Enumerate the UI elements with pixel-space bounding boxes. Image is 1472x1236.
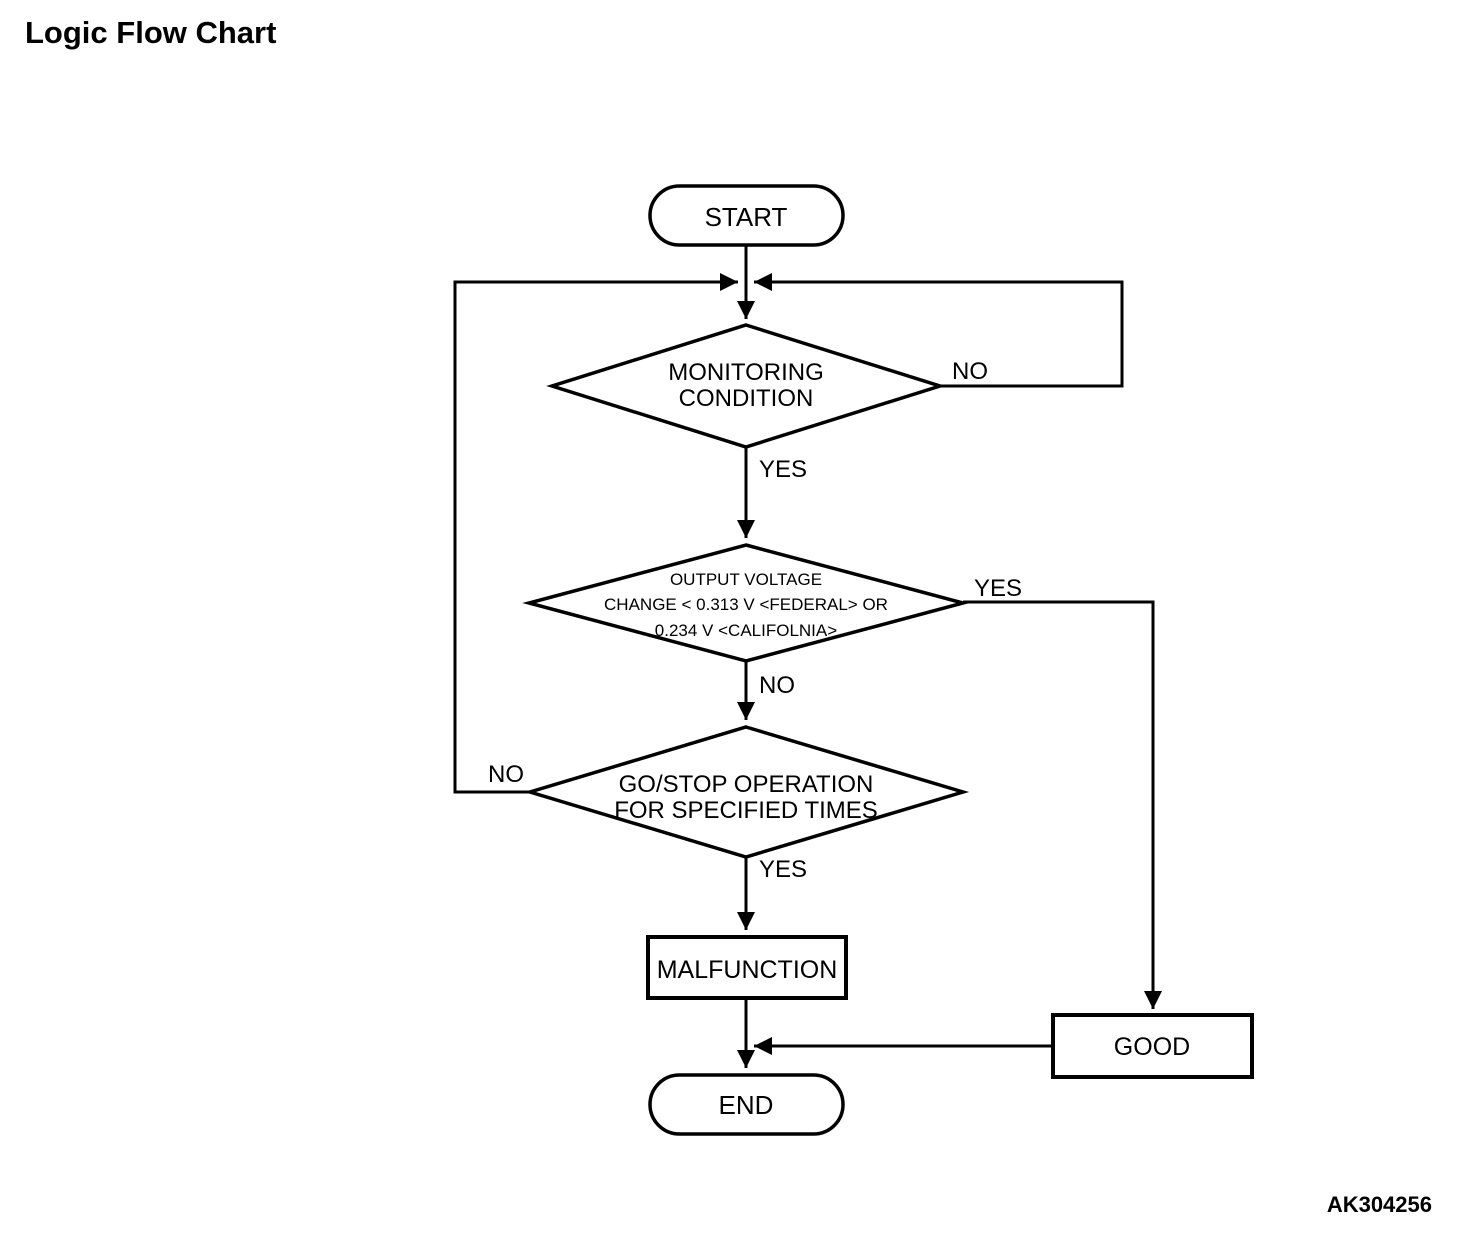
flow-line-voltage-yes-to-good: [963, 600, 1162, 1009]
figure-code: AK304256: [1327, 1192, 1432, 1217]
end-node: [648, 1073, 845, 1136]
voltage-yes-label: YES: [974, 575, 1022, 602]
gostop-label-line2: FOR SPECIFIED TIMES: [614, 797, 878, 824]
end-label: END: [719, 1090, 774, 1120]
monitoring-label-line2: CONDITION: [679, 385, 814, 412]
voltage-label-line3: 0.234 V <CALIFOLNIA>: [655, 621, 837, 640]
voltage-label-line2: CHANGE < 0.313 V <FEDERAL> OR: [604, 595, 888, 614]
voltage-label-line1: OUTPUT VOLTAGE: [670, 570, 822, 589]
monitoring-no-label: NO: [952, 358, 988, 385]
good-node: [1051, 1013, 1254, 1079]
flow-line-gostop-no-loop: [453, 273, 738, 794]
start-node: [648, 184, 845, 247]
monitoring-yes-label: YES: [759, 456, 807, 483]
monitoring-label-line1: MONITORING: [668, 359, 824, 386]
page-title: Logic Flow Chart: [25, 15, 276, 50]
malfunction-node: [646, 935, 848, 1000]
good-label: GOOD: [1114, 1033, 1190, 1061]
gostop-yes-label: YES: [759, 856, 807, 883]
voltage-decision-node: [522, 543, 970, 663]
gostop-label-line1: GO/STOP OPERATION: [619, 771, 874, 798]
start-label: START: [705, 202, 788, 232]
gostop-decision-node: [523, 725, 970, 859]
malfunction-label: MALFUNCTION: [657, 956, 838, 984]
flow-line-monitoring-no-loop: [754, 273, 1124, 388]
monitoring-decision-node: [546, 323, 946, 449]
voltage-no-label: NO: [759, 672, 795, 699]
gostop-no-label: NO: [488, 761, 524, 788]
